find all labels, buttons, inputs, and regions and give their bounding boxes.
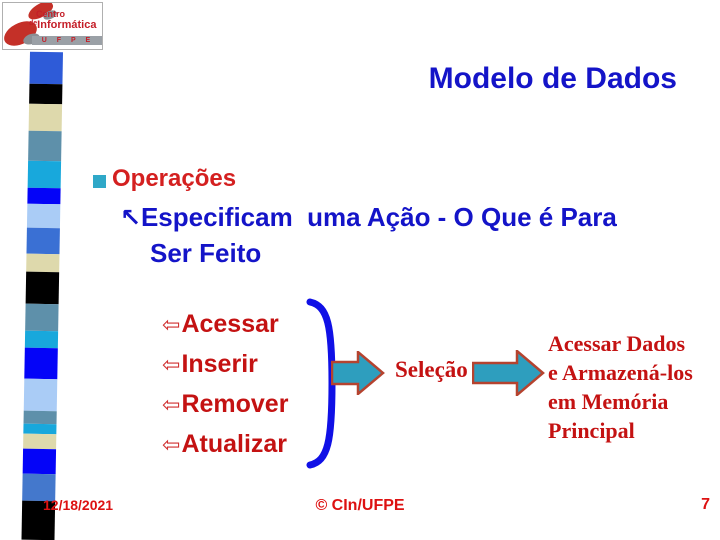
strip-block	[28, 130, 62, 162]
logo-text-informatica: deInformática	[29, 19, 96, 31]
result-text-block: Acessar Dados e Armazená-los em Memória …	[548, 329, 693, 445]
page-title: Modelo de Dados	[428, 62, 677, 95]
strip-block	[23, 423, 57, 435]
nw-arrow-icon: ↖	[120, 203, 141, 232]
strip-block	[29, 83, 63, 105]
strip-block	[29, 51, 63, 85]
result-line: Principal	[548, 418, 635, 443]
operations-heading: Operações	[112, 165, 237, 192]
strip-block	[25, 303, 59, 332]
result-arrow-icon	[472, 350, 545, 396]
operation-label: Atualizar	[181, 430, 288, 458]
square-bullet-icon	[93, 175, 106, 188]
color-strip	[21, 51, 63, 540]
strip-block	[26, 253, 60, 273]
left-arrow-bullet-icon: ⇦	[162, 313, 181, 338]
operations-list: ⇦Acessar ⇦Inserir ⇦Remover ⇦Atualizar	[162, 306, 288, 466]
logo-text-centro: Centro	[36, 9, 65, 19]
list-item: ⇦Remover	[162, 386, 288, 426]
list-item: ⇦Atualizar	[162, 426, 288, 466]
result-line: Acessar Dados	[548, 331, 686, 356]
logo-text-de: de	[29, 20, 38, 27]
left-arrow-bullet-icon: ⇦	[162, 353, 181, 378]
strip-block	[23, 410, 57, 425]
logo-acronym-bar: U F P E	[32, 36, 102, 45]
list-item: ⇦Acessar	[162, 306, 288, 346]
result-line: e Armazená-los	[548, 360, 693, 385]
selection-arrow-icon	[331, 351, 385, 395]
strip-block	[24, 330, 59, 349]
subbullet-line-1: ↖Especificam uma Ação - O Que é Para	[120, 202, 720, 233]
subbullet-text-1: Especificam uma Ação - O Que é Para	[140, 202, 617, 232]
logo-text-informatica-word: Informática	[37, 19, 97, 31]
strip-block	[24, 347, 58, 380]
strip-block	[26, 227, 60, 255]
cin-ufpe-logo: Centro deInformática U F P E	[2, 2, 103, 50]
left-arrow-bullet-icon: ⇦	[162, 393, 181, 418]
strip-block	[27, 160, 62, 189]
footer-page-number: 7	[701, 496, 710, 513]
strip-block	[23, 378, 58, 412]
strip-block	[22, 448, 57, 475]
strip-block	[26, 203, 61, 229]
logo-acronym: U F P E	[41, 37, 95, 44]
operation-label: Inserir	[181, 350, 258, 378]
selection-label: Seleção	[395, 357, 468, 382]
operation-label: Acessar	[181, 310, 279, 338]
footer-copyright: © CIn/UFPE	[315, 497, 405, 514]
subbullet-line-2: Ser Feito	[150, 238, 262, 268]
operation-label: Remover	[181, 390, 289, 418]
strip-block	[27, 187, 61, 205]
strip-block	[25, 271, 60, 305]
strip-block	[28, 103, 63, 132]
result-line: em Memória	[548, 389, 669, 414]
strip-block	[23, 433, 57, 450]
list-item: ⇦Inserir	[162, 346, 288, 386]
footer-date: 12/18/2021	[43, 497, 114, 513]
left-arrow-bullet-icon: ⇦	[162, 433, 181, 458]
